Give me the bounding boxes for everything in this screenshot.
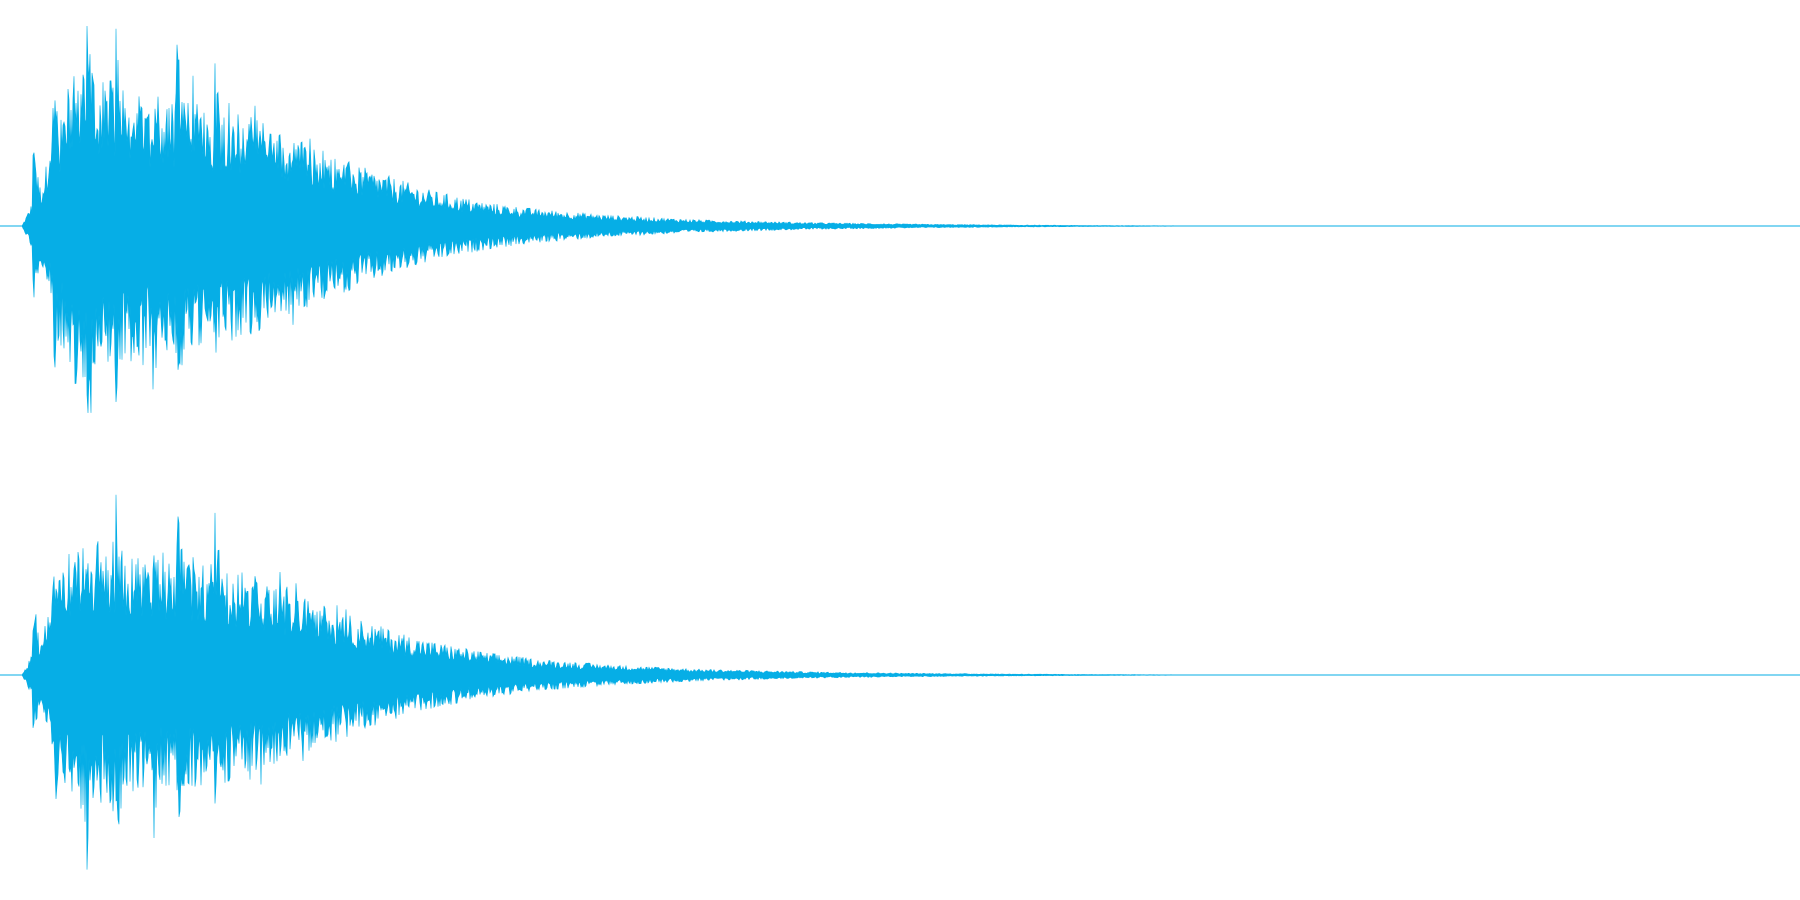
waveform-body — [21, 25, 1800, 414]
waveform-body — [21, 494, 1800, 870]
channel-1-waveform — [0, 25, 1800, 414]
channel-2-waveform — [0, 494, 1800, 870]
